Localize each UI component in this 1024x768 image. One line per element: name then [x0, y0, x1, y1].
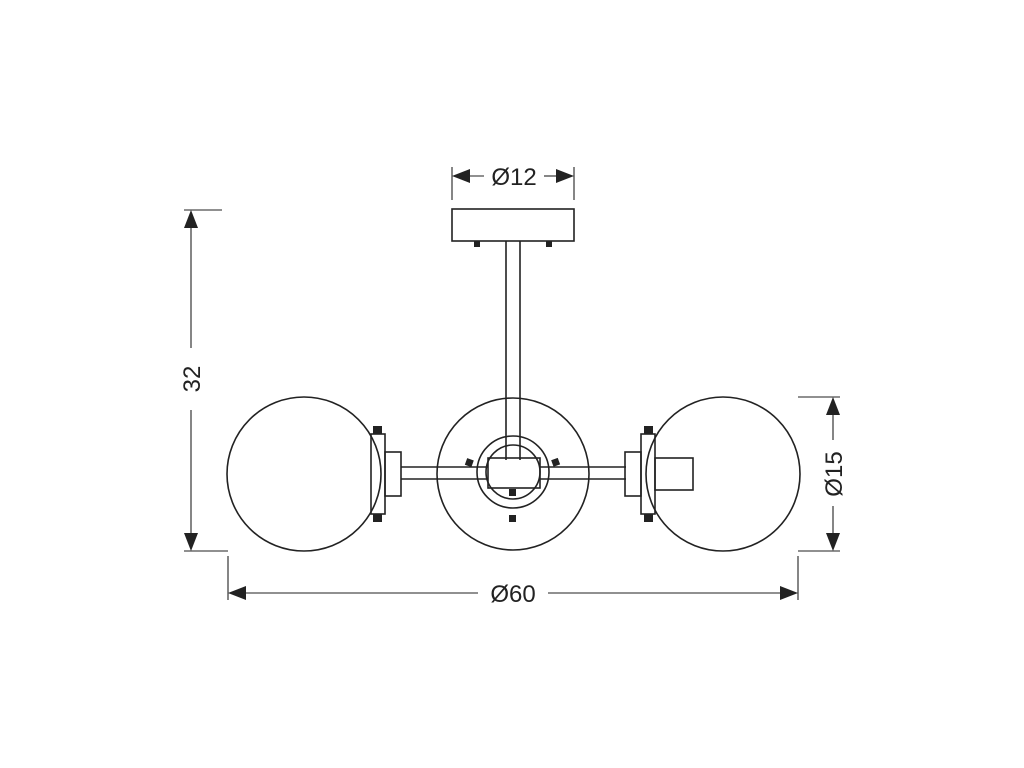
left-globe	[226, 396, 382, 552]
dimension-height: 32	[179, 209, 228, 552]
right-globe	[645, 396, 801, 552]
dimension-overall-diameter: Ø60	[227, 556, 799, 608]
dimension-canopy-diameter: Ø12	[451, 164, 575, 200]
center-globe	[436, 397, 590, 551]
ceiling-canopy	[451, 208, 575, 247]
right-holder	[624, 426, 694, 522]
dimension-globe-diameter: Ø15	[798, 396, 848, 552]
horizontal-arm	[401, 466, 626, 480]
left-holder	[370, 426, 402, 522]
center-hub	[464, 435, 561, 522]
dimension-canopy-diameter-label: Ø12	[491, 164, 536, 191]
down-rod	[505, 241, 521, 460]
dimension-overall-diameter-label: Ø60	[490, 581, 535, 608]
dimension-globe-diameter-label: Ø15	[821, 451, 848, 496]
dimension-height-label: 32	[179, 366, 206, 393]
